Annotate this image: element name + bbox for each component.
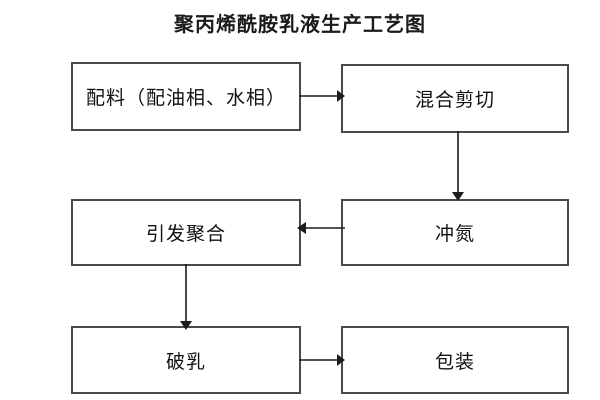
node-mixshear-label: 混合剪切 [414, 89, 495, 111]
node-mixshear[interactable]: 混合剪切 [341, 64, 569, 133]
arrow-initiate-polymerization-to-demulsification [180, 264, 192, 330]
node-initiate-polymerization-label: 引发聚合 [145, 223, 226, 245]
arrow-mixshear-to-nitrogen [452, 131, 464, 201]
arrow-nitrogen-to-initiate-polymerization [297, 222, 345, 234]
arrow-demulsification-to-packaging [299, 354, 345, 366]
arrow-ingredients-to-mixshear [299, 90, 345, 102]
node-packaging-label: 包装 [434, 350, 475, 373]
node-nitrogen-purge-label: 冲氮 [434, 223, 475, 245]
node-demulsification-label: 破乳 [165, 350, 206, 373]
node-packaging[interactable]: 包装 [341, 326, 569, 394]
page-title: 聚丙烯酰胺乳液生产工艺图 [174, 12, 426, 36]
node-initiate-polymerization[interactable]: 引发聚合 [71, 199, 301, 266]
node-nitrogen-purge[interactable]: 冲氮 [341, 199, 569, 266]
node-ingredients[interactable]: 配料（配油相、水相） [71, 62, 301, 131]
node-ingredients-label: 配料（配油相、水相） [85, 87, 286, 109]
node-demulsification[interactable]: 破乳 [71, 326, 301, 394]
